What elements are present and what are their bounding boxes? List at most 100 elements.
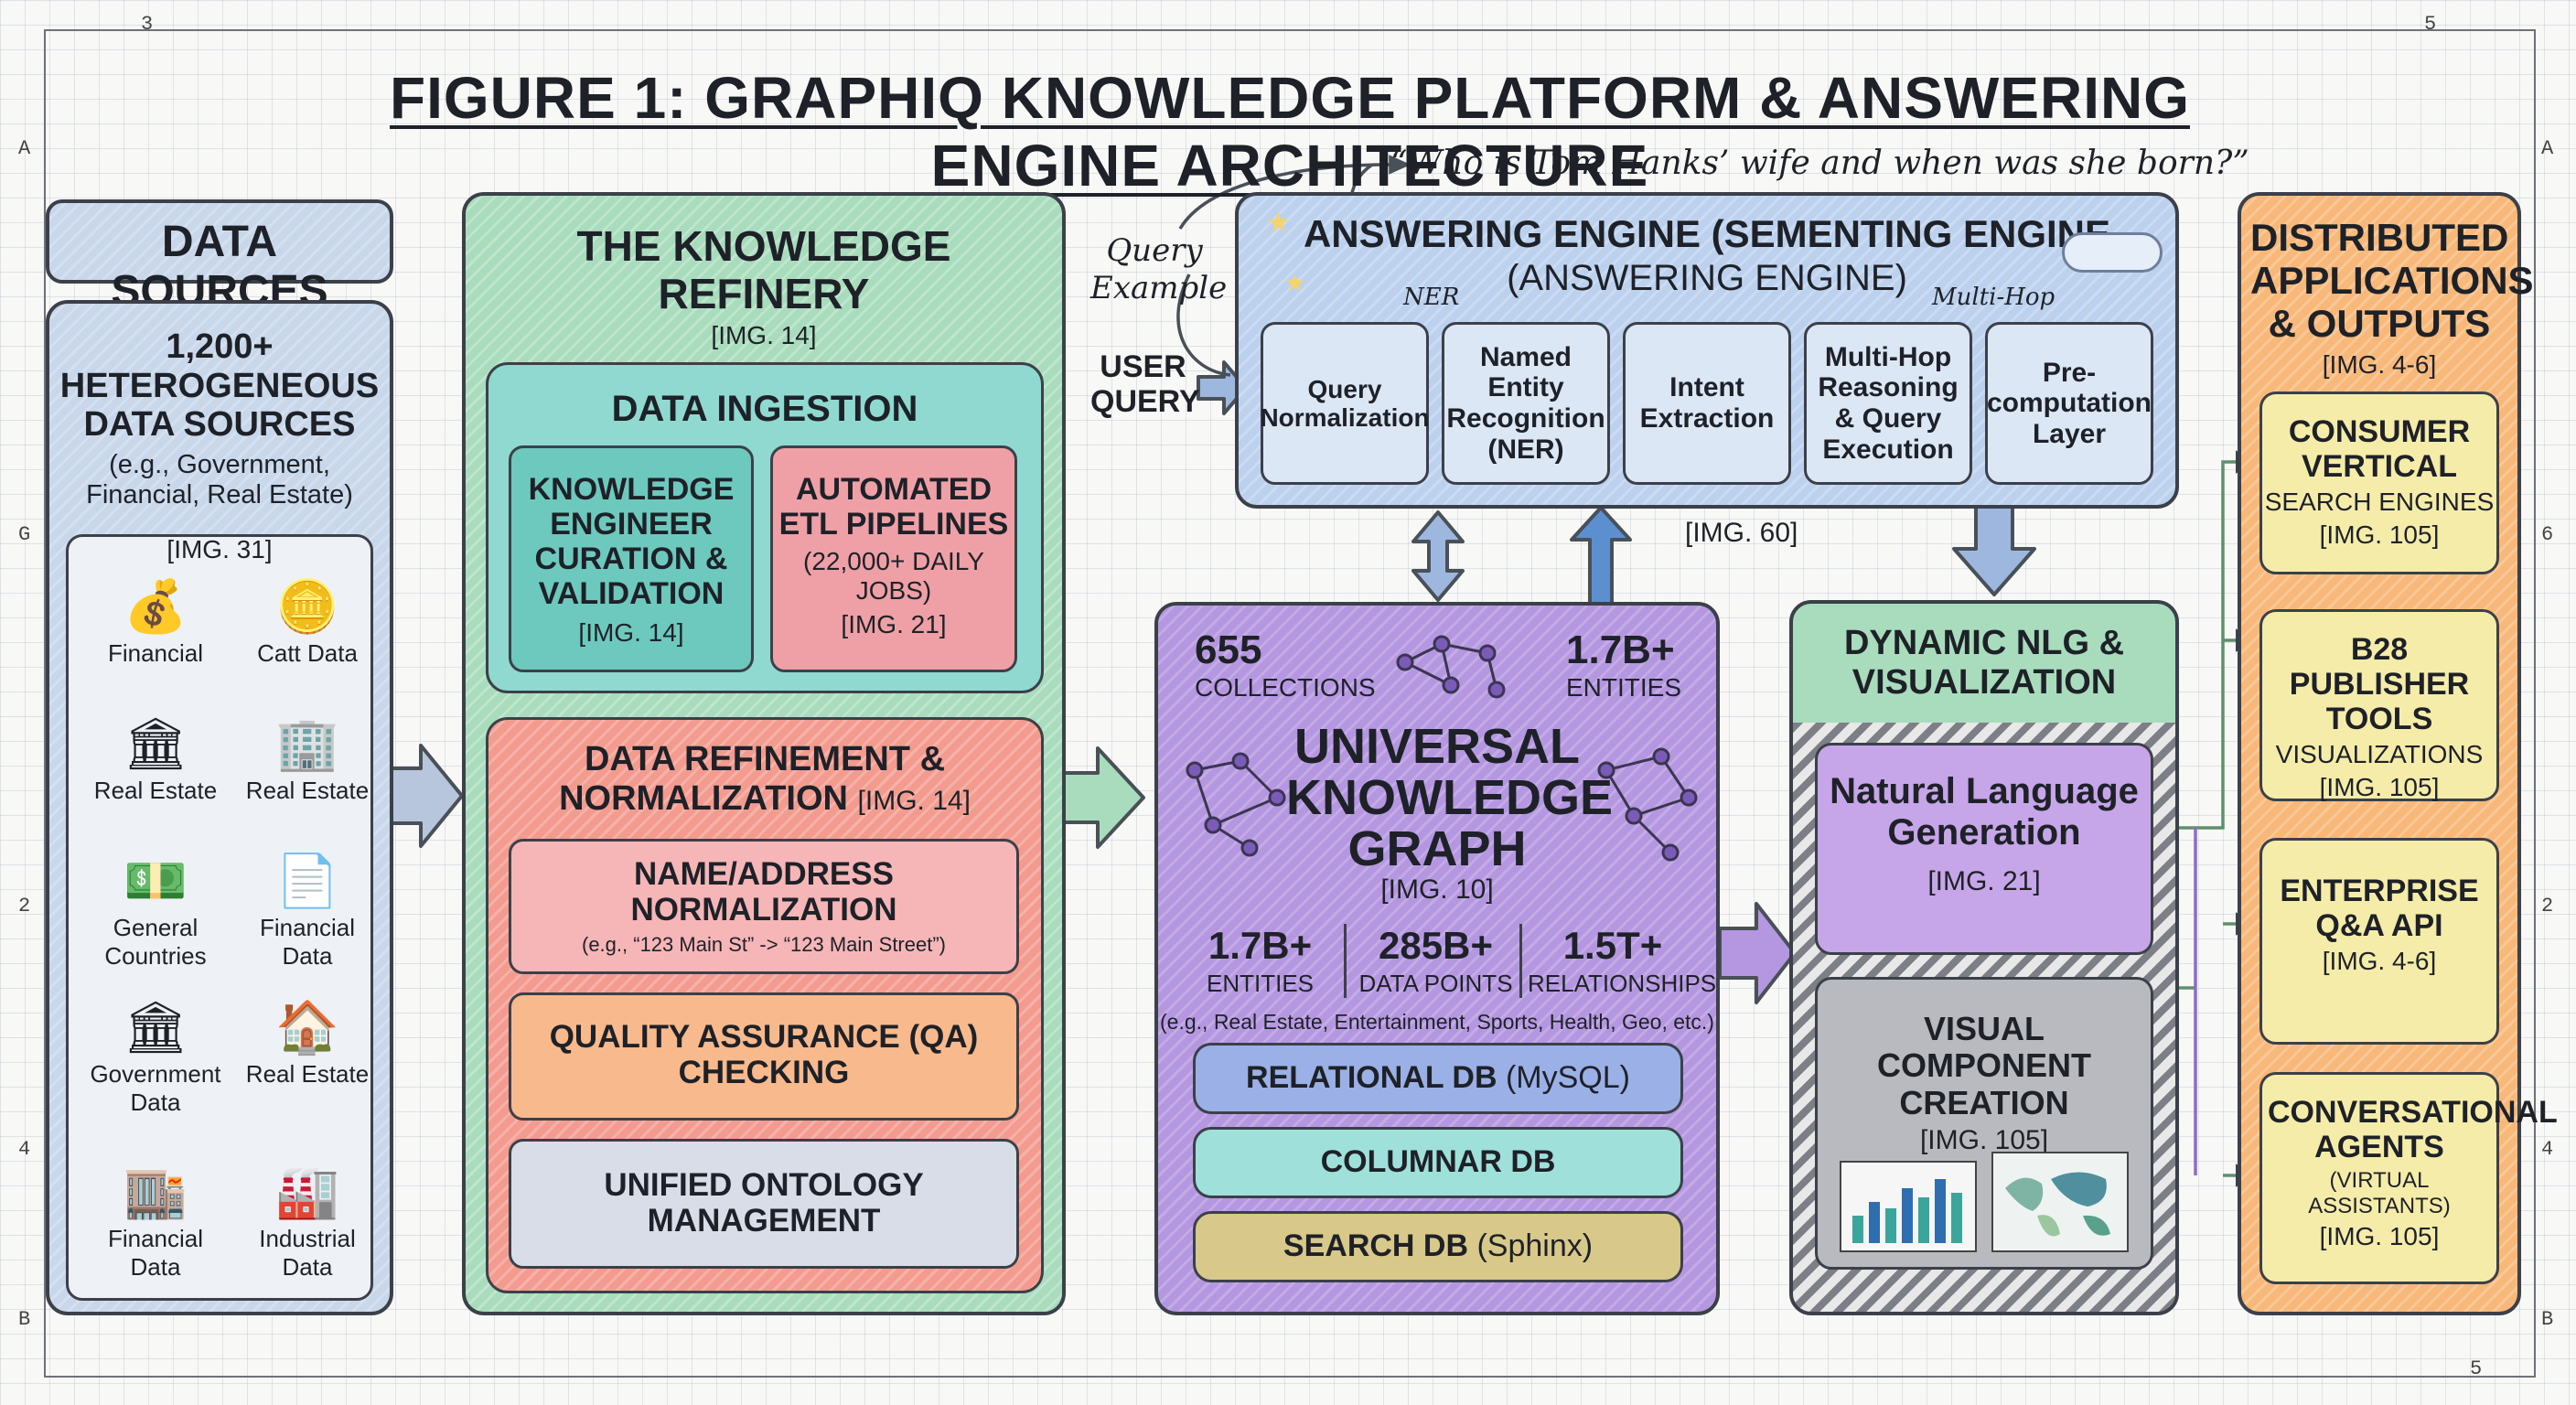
data-source-label: General Countries	[104, 914, 207, 971]
collections-label: COLLECTIONS	[1195, 673, 1376, 702]
engine-step-box: Intent Extraction	[1623, 322, 1791, 485]
ruler-top-left: 3	[141, 13, 154, 36]
graph-stat: 1.7B+ENTITIES	[1176, 924, 1347, 998]
nlg-img-ref: [IMG. 21]	[1927, 865, 2041, 896]
data-source-label: Real Estate	[93, 777, 218, 804]
graph-network-icon	[1396, 635, 1506, 699]
answering-engine-subtitle: (ANSWERING ENGINE)	[1507, 258, 1907, 299]
data-refinement-img: [IMG. 14]	[857, 785, 971, 816]
outputs-panel: DISTRIBUTED APPLICATIONS & OUTPUTS [IMG.…	[2238, 192, 2558, 1315]
output-item-img-ref: [IMG. 105]	[2319, 1222, 2440, 1251]
data-source-label: Financial Data	[259, 914, 356, 971]
unified-ontology-box: UNIFIED ONTOLOGY MANAGEMENT	[509, 1139, 1019, 1269]
database-pill: RELATIONAL DB (MySQL)	[1193, 1043, 1683, 1114]
database-pill: COLUMNAR DB	[1193, 1127, 1683, 1198]
data-source-item: 🏠Real Estate	[239, 1002, 376, 1089]
database-name: COLUMNAR DB	[1320, 1144, 1556, 1179]
ruler-right-6: 6	[2541, 523, 2554, 546]
refinery-title: THE KNOWLEDGE REFINERY	[576, 222, 951, 317]
arrow-graph-up-to-engine	[1570, 506, 1632, 606]
data-sources-icon-grid: [IMG. 31] 💰Financial🪙Catt Data🏛Real Esta…	[66, 534, 373, 1301]
engine-step-label: Multi-Hop Reasoning & Query Execution	[1818, 341, 1959, 465]
engine-step-box: Named Entity Recognition (NER)	[1442, 322, 1610, 485]
data-sources-title: 1,200+ HETEROGENEOUS DATA SOURCES	[59, 327, 380, 445]
quality-assurance-title: QUALITY ASSURANCE (QA) CHECKING	[549, 1019, 979, 1091]
cloud-icon	[2062, 232, 2163, 273]
star-icon-2: ★	[1284, 269, 1306, 296]
name-address-example: (e.g., “123 Main St” -> “123 Main Street…	[582, 933, 946, 957]
data-sources-panel: 1,200+ HETEROGENEOUS DATA SOURCES (e.g.,…	[46, 300, 393, 1315]
database-engine: (Sphinx)	[1468, 1228, 1594, 1263]
data-source-label: Government Data	[90, 1060, 221, 1117]
nlg-title: Natural Language Generation	[1830, 771, 2139, 853]
ruler-right-b: B	[2541, 1308, 2554, 1331]
entities-label: ENTITIES	[1566, 673, 1682, 702]
money-bag-icon: 💰	[123, 577, 188, 635]
database-pill: SEARCH DB (Sphinx)	[1193, 1211, 1683, 1282]
connector-nlg-to-outputs	[2177, 460, 2237, 1177]
multihop-step-label: Multi-Hop	[1932, 284, 2055, 311]
knowledge-graph-img-ref: [IMG. 10]	[1380, 874, 1494, 905]
curation-validation-title: KNOWLEDGE ENGINEER CURATION & VALIDATION	[528, 472, 735, 612]
output-item-subtitle: VISUALIZATIONS	[2275, 740, 2484, 769]
knowledge-graph-panel: 655 COLLECTIONS 1.7B+ ENTITIES UNIVERSAL…	[1154, 602, 1720, 1315]
outputs-title: DISTRIBUTED APPLICATIONS & OUTPUTS	[2250, 216, 2534, 346]
answering-engine-panel: ★ ★ ANSWERING ENGINE (SEMENTING ENGINE (…	[1235, 192, 2179, 509]
name-address-normalization-box: NAME/ADDRESS NORMALIZATION (e.g., “123 M…	[509, 839, 1019, 974]
output-item-img-ref: [IMG. 105]	[2319, 520, 2440, 550]
etl-pipelines-img: [IMG. 21]	[841, 609, 947, 638]
graph-network-icon-right	[1597, 747, 1698, 862]
data-source-item: 🏢Real Estate	[239, 718, 376, 805]
answering-engine-title: ANSWERING ENGINE (SEMENTING ENGINE	[1303, 212, 2111, 255]
ruler-left-2: 2	[18, 895, 31, 917]
document-coin-icon: 📄	[275, 852, 339, 909]
data-sources-header: DATA SOURCES	[46, 199, 393, 316]
star-icon: ★	[1266, 208, 1291, 238]
graph-stat-label: DATA POINTS	[1358, 970, 1513, 998]
example-query-text: “Who is Tom Hanks’ wife and when was she…	[1390, 145, 2249, 182]
name-address-title: NAME/ADDRESS NORMALIZATION	[630, 856, 897, 928]
arrow-graph-to-nlg	[1718, 902, 1797, 1004]
entities-value: 1.7B+	[1566, 627, 1675, 672]
data-source-item: 💵General Countries	[87, 855, 224, 971]
engine-step-box: Multi-Hop Reasoning & Query Execution	[1804, 322, 1972, 485]
unified-ontology-title: UNIFIED ONTOLOGY MANAGEMENT	[604, 1167, 924, 1239]
bank-building-icon: 🏛	[123, 714, 188, 772]
world-map-thumbnail-icon	[1991, 1152, 2129, 1252]
output-item-img-ref: [IMG. 4-6]	[2322, 947, 2437, 976]
data-source-item: 🏛Government Data	[87, 1002, 224, 1117]
output-item-title: ENTERPRISE Q&A API	[2280, 874, 2479, 944]
data-sources-img-ref: [IMG. 31]	[166, 535, 273, 563]
ruler-right-4: 4	[2541, 1138, 2554, 1161]
arrow-engine-down-to-nlg	[1952, 492, 2036, 596]
government-building-icon: 🏛	[123, 998, 188, 1056]
data-source-label: Catt Data	[257, 639, 358, 667]
output-item: CONVERSATIONAL AGENTS(VIRTUAL ASSISTANTS…	[2259, 1072, 2558, 1284]
data-refinement-title: DATA REFINEMENT & NORMALIZATION	[559, 740, 946, 818]
graph-domain-examples: (e.g., Real Estate, Entertainment, Sport…	[1160, 1010, 1714, 1034]
dynamic-nlg-title: DYNAMIC NLG & VISUALIZATION	[1843, 624, 2125, 702]
data-source-item: 🪙Catt Data	[239, 581, 376, 668]
arrow-bidirectional-engine-graph	[1411, 510, 1465, 602]
knowledge-graph-title: UNIVERSAL KNOWLEDGE GRAPH	[1286, 719, 1613, 877]
data-ingestion-title: DATA INGESTION	[611, 389, 918, 429]
outputs-img-ref: [IMG. 4-6]	[2322, 350, 2437, 380]
data-source-item: 🏬Financial Data	[87, 1166, 224, 1282]
arrow-query-text-curve	[1178, 163, 1391, 230]
etl-pipelines-box: AUTOMATED ETL PIPELINES (22,000+ DAILY J…	[770, 445, 1017, 672]
data-source-item: 📄Financial Data	[239, 855, 376, 971]
output-item-subtitle: SEARCH ENGINES	[2264, 488, 2495, 517]
engine-step-label: Intent Extraction	[1639, 372, 1775, 434]
data-source-item: 🏛Real Estate	[87, 718, 224, 805]
etl-pipelines-detail: (22,000+ DAILY JOBS)	[803, 547, 984, 606]
data-source-label: Real Estate	[245, 1060, 370, 1088]
answering-engine-img-ref: [IMG. 60]	[1685, 518, 1798, 548]
data-source-item: 🏭Industrial Data	[239, 1166, 376, 1282]
output-item: ENTERPRISE Q&A API [IMG. 4-6]	[2259, 838, 2499, 1045]
house-icon: 🏠	[275, 998, 339, 1056]
data-sources-subtitle: (e.g., Government, Financial, Real Estat…	[86, 449, 353, 509]
data-refinement-title-wrap: DATA REFINEMENT & NORMALIZATION [IMG. 14…	[488, 740, 1041, 818]
arrow-sources-to-refinery	[382, 744, 464, 848]
